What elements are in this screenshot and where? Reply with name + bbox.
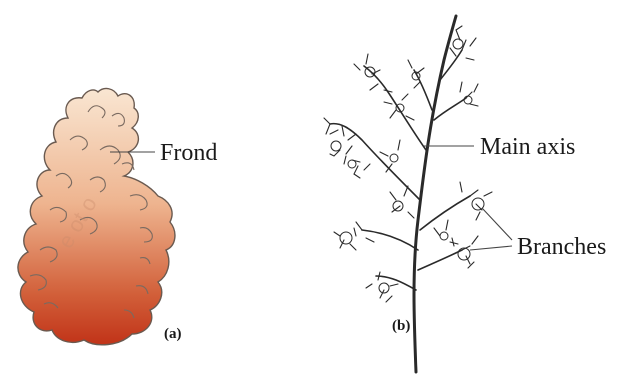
main-axis-label: Main axis — [480, 134, 575, 160]
twig-clusters — [324, 26, 492, 302]
frond-thallus — [18, 89, 175, 345]
branches-leader-line-1 — [482, 208, 512, 240]
panel-a: e ot o Frond (a) — [18, 89, 217, 345]
panel-a-tag: (a) — [164, 326, 182, 342]
frond-label: Frond — [160, 140, 217, 166]
branches-left — [330, 66, 432, 290]
main-axis-stem — [414, 16, 456, 372]
branches-label: Branches — [517, 234, 606, 260]
panel-b-tag: (b) — [392, 318, 410, 334]
tuft-dots — [331, 39, 484, 293]
branches-leader-line-2 — [470, 246, 512, 250]
